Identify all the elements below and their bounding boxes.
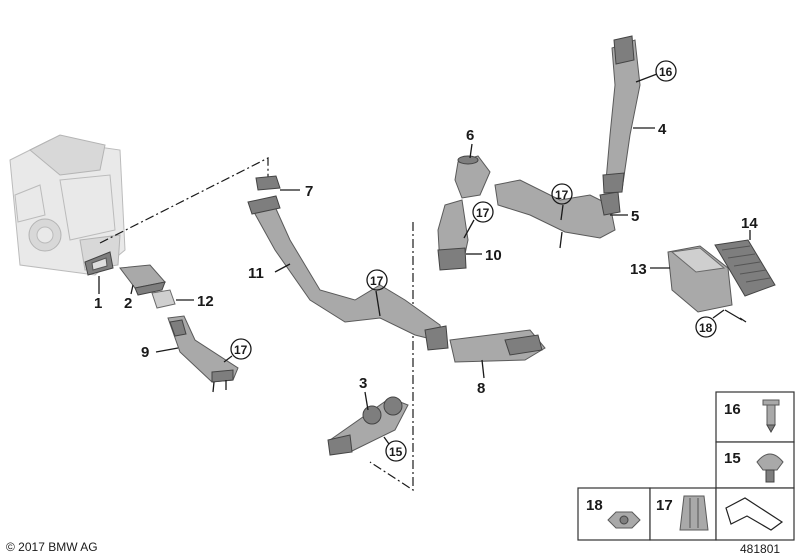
legend-item-shape	[715, 487, 795, 541]
part-11-floor-duct	[247, 195, 449, 351]
part-13-filter-housing	[667, 245, 747, 323]
copyright-text: © 2017 BMW AG	[6, 540, 98, 554]
legend-item-17: 17	[649, 487, 717, 541]
label-part-6: 6	[466, 127, 474, 144]
hvac-unit-illustration	[9, 134, 126, 276]
svg-text:18: 18	[586, 497, 603, 514]
assembly-line-hvac	[99, 157, 269, 244]
part-12-seal	[151, 289, 176, 309]
label-part-10: 10	[485, 247, 502, 264]
callout-17-b: 17	[370, 274, 384, 288]
part-4-vertical-duct	[602, 35, 641, 194]
part-1-gasket	[84, 251, 114, 276]
callout-15: 15	[389, 445, 403, 459]
label-part-4: 4	[658, 121, 667, 138]
label-part-2: 2	[124, 295, 132, 312]
part-3-vent-outlet	[327, 396, 409, 456]
part-6-elbow	[454, 155, 491, 199]
label-part-3: 3	[359, 375, 367, 392]
label-part-8: 8	[477, 380, 485, 397]
label-part-12: 12	[197, 293, 214, 310]
legend-item-16: 16	[715, 391, 795, 443]
part-7-clip	[255, 175, 281, 191]
label-part-11: 11	[248, 265, 264, 282]
callout-16: 16	[659, 65, 673, 79]
part-8-outlet-duct	[449, 329, 546, 363]
part-5-connector-duct	[494, 179, 621, 249]
diagram-number: 481801	[740, 542, 780, 556]
svg-text:16: 16	[724, 401, 741, 418]
part-14-filter	[714, 239, 776, 297]
label-part-13: 13	[630, 261, 647, 278]
part-9-rear-duct	[167, 315, 239, 393]
callout-17-d: 17	[555, 188, 569, 202]
label-part-7: 7	[305, 183, 313, 200]
label-part-1: 1	[94, 295, 102, 312]
label-part-5: 5	[631, 208, 639, 225]
callout-18: 18	[699, 321, 713, 335]
svg-text:15: 15	[724, 450, 741, 467]
label-part-14: 14	[741, 215, 758, 232]
callout-17-c: 17	[476, 206, 490, 220]
part-2-duct-piece	[119, 264, 166, 296]
legend-item-18: 18	[577, 487, 651, 541]
legend-item-15: 15	[715, 441, 795, 489]
label-part-9: 9	[141, 344, 149, 361]
svg-text:17: 17	[656, 497, 673, 514]
callout-17-a: 17	[234, 343, 248, 357]
part-10-lower-duct	[437, 199, 469, 271]
